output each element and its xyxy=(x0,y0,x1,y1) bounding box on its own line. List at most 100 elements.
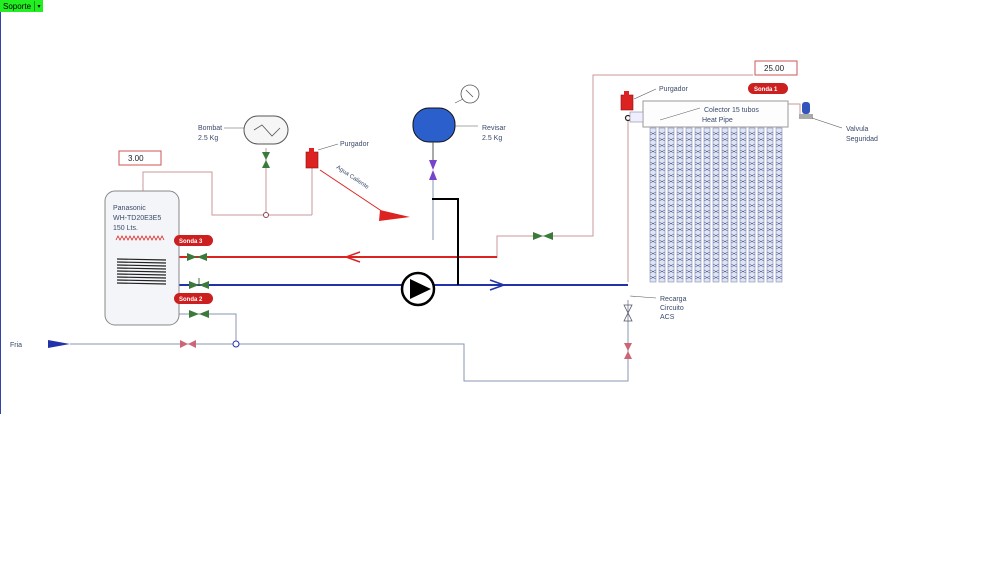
tube-pattern xyxy=(730,275,738,280)
tube-pattern xyxy=(676,245,684,250)
tube-pattern xyxy=(712,173,720,178)
tube-pattern xyxy=(703,179,711,184)
tube-pattern xyxy=(667,197,675,202)
tube-pattern xyxy=(739,149,747,154)
collector-tube xyxy=(703,127,711,283)
tube-pattern xyxy=(667,251,675,256)
tube-pattern xyxy=(658,191,666,196)
tube-pattern xyxy=(694,227,702,232)
tube-pattern xyxy=(658,221,666,226)
tube-pattern xyxy=(766,215,774,220)
purgador-left-icon[interactable] xyxy=(305,148,319,169)
safety-valve-icon[interactable] xyxy=(799,102,813,119)
tube-pattern xyxy=(676,143,684,148)
tube-pattern xyxy=(766,137,774,142)
tube-pattern xyxy=(649,137,657,142)
tube-pattern xyxy=(649,263,657,268)
tube-pattern xyxy=(703,233,711,238)
tube-pattern xyxy=(676,173,684,178)
tank[interactable]: Panasonic WH-TD20E3E5 150 Lts. xyxy=(104,190,180,326)
valve-icon[interactable] xyxy=(429,160,437,180)
tube-pattern xyxy=(775,215,783,220)
valve-icon[interactable] xyxy=(189,310,209,318)
valve-icon[interactable] xyxy=(533,232,553,240)
tube-pattern xyxy=(748,197,756,202)
tube-pattern xyxy=(703,215,711,220)
tube-pattern xyxy=(775,167,783,172)
tube-pattern xyxy=(748,209,756,214)
purgador-right-icon[interactable] xyxy=(620,91,634,111)
tube-pattern xyxy=(766,155,774,160)
tube-pattern xyxy=(721,233,729,238)
tube-pattern xyxy=(721,209,729,214)
tube-pattern xyxy=(658,155,666,160)
purgador-right-label: Purgador xyxy=(659,86,688,93)
tube-pattern xyxy=(730,245,738,250)
tube-pattern xyxy=(658,143,666,148)
expansion-pressure: 2.5 Kg xyxy=(482,135,502,142)
tube-pattern xyxy=(694,209,702,214)
tube-pattern xyxy=(775,209,783,214)
tube-pattern xyxy=(676,227,684,232)
menu-selector[interactable]: Soporte ▾ xyxy=(0,0,44,12)
bombat-label: Bombat xyxy=(198,125,222,132)
tube-pattern xyxy=(730,173,738,178)
tube-pattern xyxy=(775,143,783,148)
sensor-sonda-1[interactable]: Sonda 1 xyxy=(748,83,788,94)
valve-icon[interactable] xyxy=(189,278,209,289)
expansion-vessel[interactable] xyxy=(412,107,456,160)
bombat-vessel[interactable] xyxy=(243,115,289,145)
tube-pattern xyxy=(721,149,729,154)
tube-pattern xyxy=(730,179,738,184)
tube-pattern xyxy=(757,209,765,214)
tube-pattern xyxy=(694,155,702,160)
tube-pattern xyxy=(667,149,675,154)
arrow-hot-left-icon xyxy=(343,251,361,263)
tube-pattern xyxy=(757,131,765,136)
tube-pattern xyxy=(676,131,684,136)
tank-setpoint-display[interactable]: 3.00 xyxy=(118,150,162,166)
leader-line xyxy=(633,88,657,100)
pipe-safety xyxy=(788,103,801,118)
tube-pattern xyxy=(658,197,666,202)
tube-pattern xyxy=(721,263,729,268)
check-valve-icon[interactable] xyxy=(624,343,632,359)
tube-pattern xyxy=(649,221,657,226)
sensor-sonda-3[interactable]: Sonda 3 xyxy=(174,235,213,246)
tube-pattern xyxy=(667,143,675,148)
tube-pattern xyxy=(739,239,747,244)
tube-pattern xyxy=(658,179,666,184)
pump-icon[interactable] xyxy=(400,271,436,307)
tube-pattern xyxy=(685,143,693,148)
tube-pattern xyxy=(775,191,783,196)
valve-icon[interactable] xyxy=(623,304,633,322)
tube-pattern xyxy=(685,191,693,196)
valve-icon[interactable] xyxy=(262,152,270,168)
tube-pattern xyxy=(766,185,774,190)
tube-pattern xyxy=(658,251,666,256)
chevron-down-icon[interactable]: ▾ xyxy=(34,1,43,11)
tube-pattern xyxy=(739,227,747,232)
tube-pattern xyxy=(766,131,774,136)
tube-pattern xyxy=(685,149,693,154)
solar-collector[interactable] xyxy=(642,100,789,283)
tube-pattern xyxy=(748,251,756,256)
tube-pattern xyxy=(766,143,774,148)
tube-pattern xyxy=(685,221,693,226)
tube-pattern xyxy=(757,161,765,166)
valves xyxy=(187,152,553,318)
tube-pattern xyxy=(685,197,693,202)
tube-pattern xyxy=(685,239,693,244)
valvula-type: Seguridad xyxy=(846,136,878,143)
tube-pattern xyxy=(721,221,729,226)
tube-pattern xyxy=(712,137,720,142)
tube-pattern xyxy=(766,221,774,226)
tube-pattern xyxy=(748,191,756,196)
tube-pattern xyxy=(676,197,684,202)
check-valve-icon[interactable] xyxy=(180,340,196,348)
sensor-sonda-2[interactable]: Sonda 2 xyxy=(174,293,213,304)
valve-icon[interactable] xyxy=(187,253,207,261)
collector-tube xyxy=(667,127,675,283)
collector-temp-display[interactable]: 25.00 xyxy=(754,60,798,76)
tube-pattern xyxy=(766,257,774,262)
